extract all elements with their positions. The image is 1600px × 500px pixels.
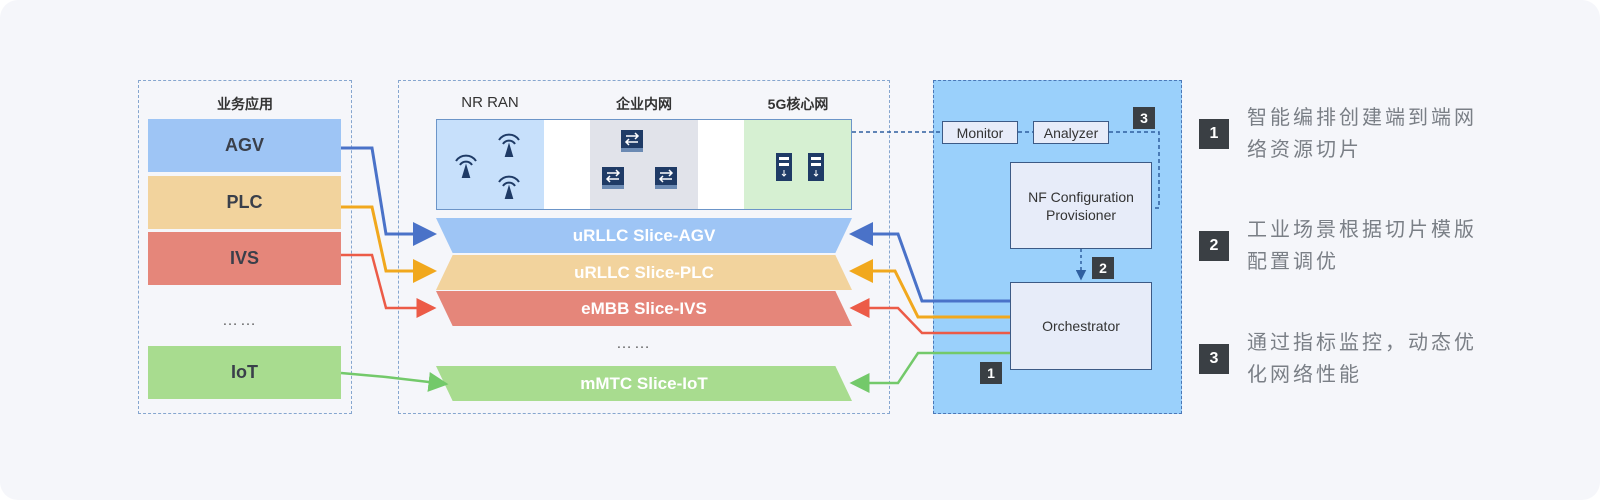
switch-icon [602, 167, 624, 189]
legend-badge-1: 1 [1199, 119, 1229, 149]
legend-text-2: 工业场景根据切片模版配置调优 [1247, 219, 1477, 273]
connector-plc-right [849, 259, 1010, 319]
app-plc: PLC [148, 176, 341, 229]
analyzer-box: Analyzer [1033, 121, 1109, 144]
slice-agv: uRLLC Slice-AGV [436, 218, 852, 253]
server-icon [776, 153, 792, 181]
legend-badge-3: 3 [1199, 344, 1229, 374]
lan-header: 企业内网 [616, 96, 672, 112]
connector-agv-left [341, 146, 437, 246]
apps-ellipsis: …… [222, 312, 258, 329]
slices-ellipsis: …… [616, 335, 652, 352]
core-segment [744, 120, 851, 209]
core-header: 5G核心网 [767, 96, 829, 112]
connector-agv-right [849, 222, 1010, 303]
legend-text-1: 智能编排创建端到端网络资源切片 [1247, 107, 1477, 161]
connector-iot-left [340, 371, 449, 392]
ran-segment [437, 120, 544, 209]
switch-icon [655, 167, 677, 189]
dashed-analyzer-provisioner [1109, 131, 1160, 209]
switch-icon [621, 130, 643, 152]
badge-1: 1 [980, 362, 1002, 384]
app-agv: AGV [148, 119, 341, 172]
slice-ivs: eMBB Slice-IVS [436, 291, 852, 326]
badge-2: 2 [1092, 257, 1114, 279]
ran-header: NR RAN [461, 94, 519, 111]
connector-ivs-right [849, 298, 1010, 335]
slice-plc: uRLLC Slice-PLC [436, 255, 852, 290]
monitor-box: Monitor [942, 121, 1018, 144]
orchestrator-box: Orchestrator [1010, 282, 1152, 370]
apps-panel [138, 80, 352, 414]
slice-iot: mMTC Slice-IoT [436, 366, 852, 401]
nf-provisioner-box: NF Configuration Provisioner [1010, 162, 1152, 249]
badge-3: 3 [1133, 107, 1155, 129]
antenna-icon [498, 133, 520, 157]
lan-segment [590, 120, 698, 209]
antenna-icon [498, 175, 520, 199]
server-icon [808, 153, 824, 181]
network-panel [398, 80, 890, 414]
legend-text-3: 通过指标监控，动态优化网络性能 [1247, 332, 1477, 386]
antenna-icon [455, 154, 477, 178]
app-iot: IoT [148, 346, 341, 399]
legend-badge-2: 2 [1199, 231, 1229, 261]
app-ivs: IVS [148, 232, 341, 285]
connector-ivs-left [341, 253, 437, 318]
connector-iot-right [849, 351, 1010, 393]
apps-header: 业务应用 [217, 96, 273, 112]
connector-plc-left [341, 205, 437, 283]
